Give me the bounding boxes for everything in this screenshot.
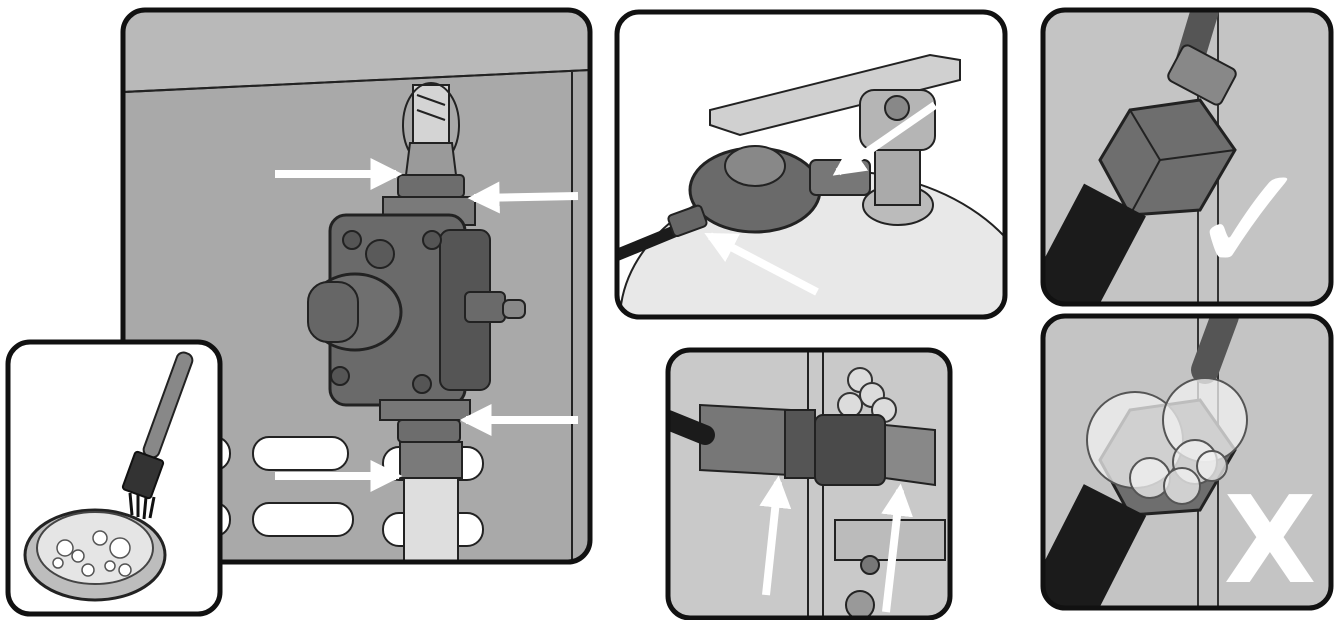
tank-valve-connection-panel — [614, 9, 1008, 320]
hose-fitting-connection-panel — [665, 347, 953, 620]
arrow — [832, 101, 938, 176]
correct-no-bubbles-panel: ✓ — [1040, 7, 1334, 308]
checkmark-icon: ✓ — [1187, 134, 1313, 308]
arrow — [759, 475, 792, 596]
arrow — [881, 483, 913, 613]
leak-point-arrows — [704, 101, 938, 296]
x-mark-icon: X — [1224, 472, 1317, 611]
incorrect-bubbles-panel: X — [1040, 313, 1334, 611]
arrow — [704, 232, 819, 296]
leak-point-arrows — [759, 475, 913, 613]
soap-bubbles — [1086, 377, 1248, 505]
leak-point-arrows — [275, 158, 579, 492]
arrow — [467, 181, 579, 214]
brush-and-soap-bowl-panel — [5, 339, 223, 617]
